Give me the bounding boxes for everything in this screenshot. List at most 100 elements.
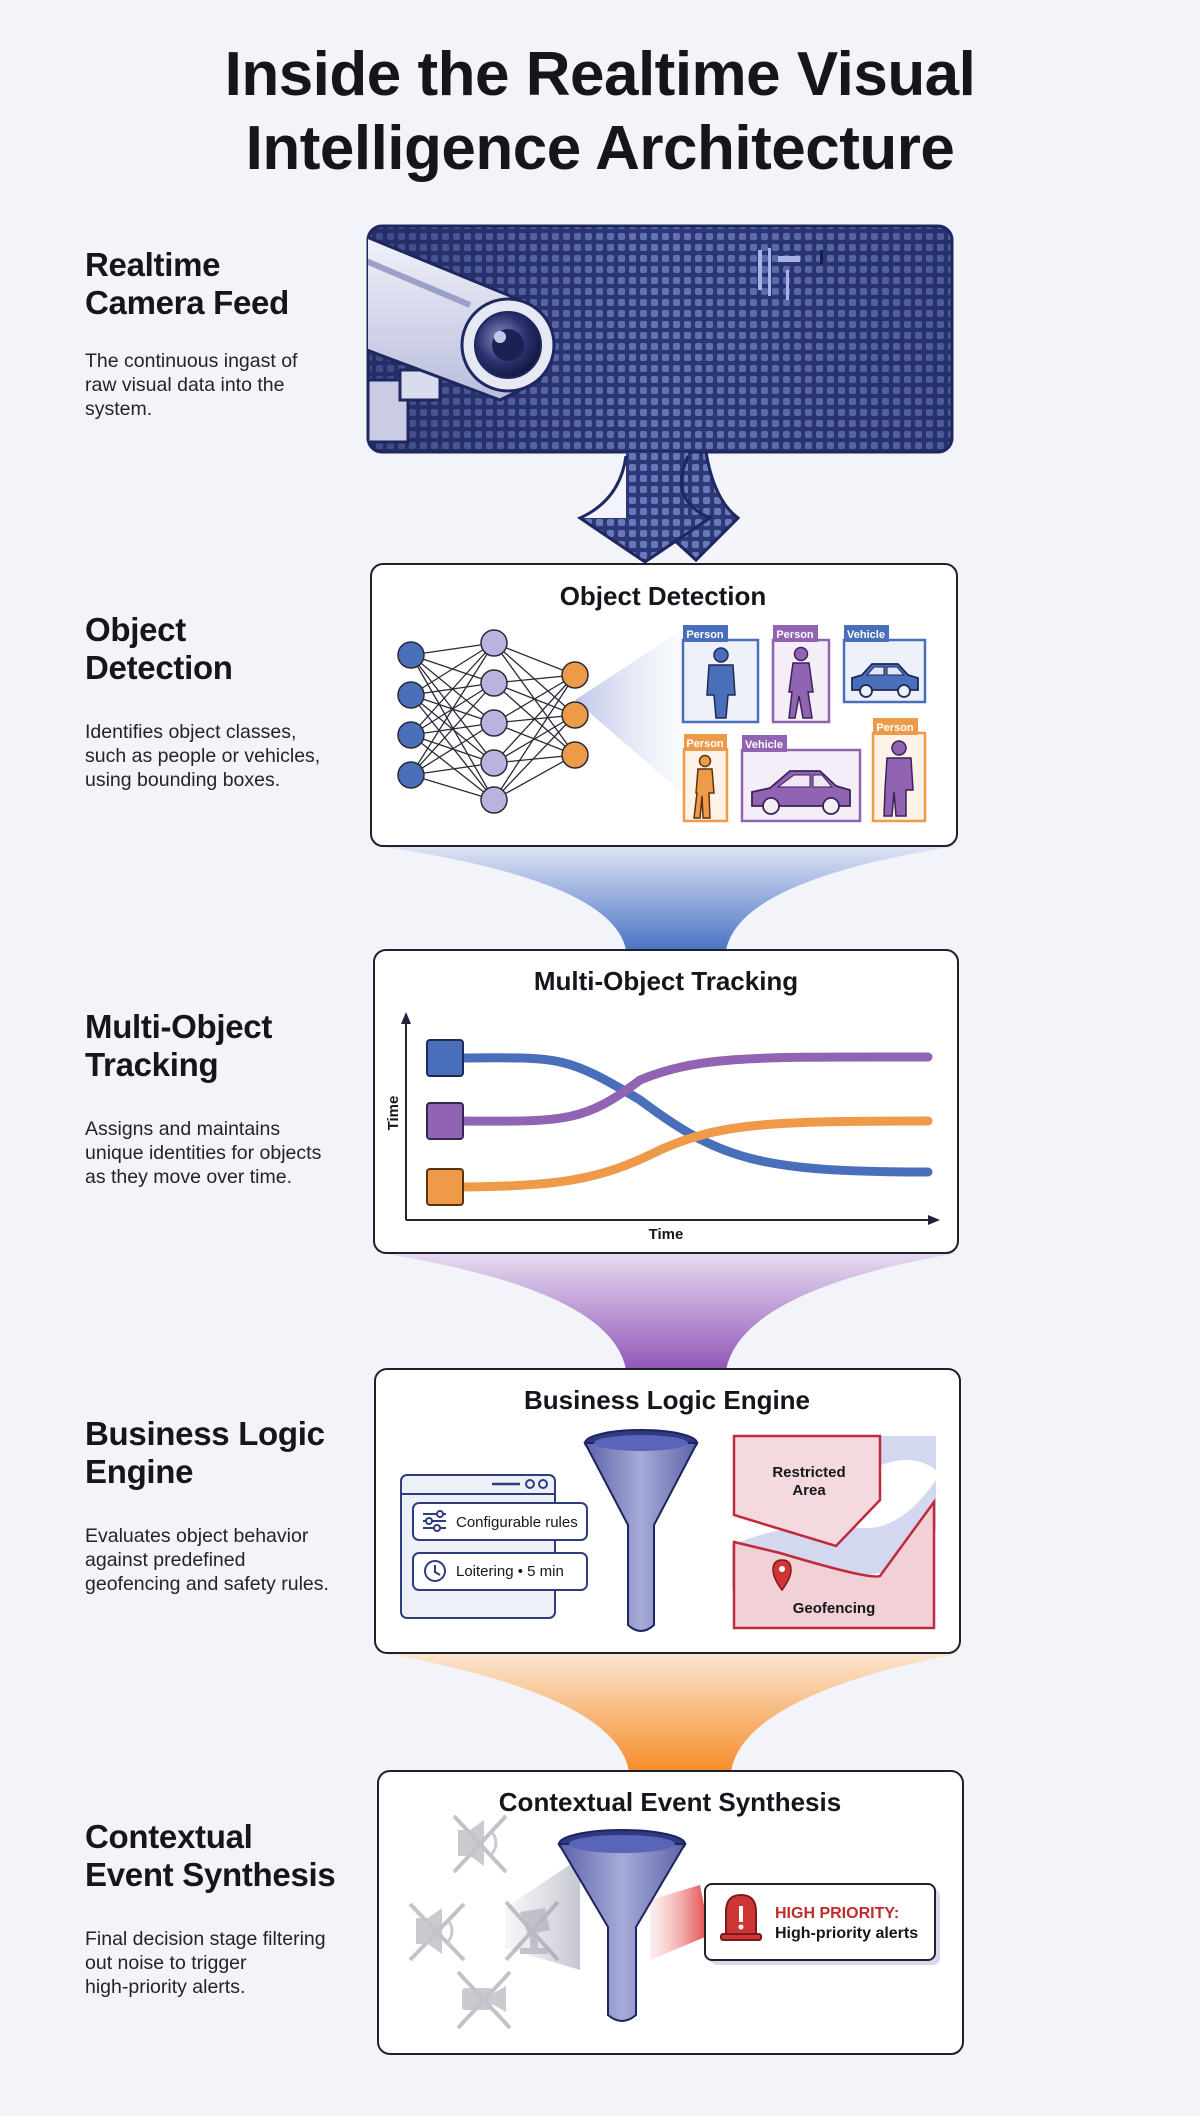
tracking-y-axis-label: Time [385,1096,402,1131]
network-edge [493,674,576,801]
geofencing-zone [732,1498,936,1630]
stage-heading-line: Detection [85,649,233,687]
multi-object-tracking-panel: Multi-Object Tracking Time Time [373,949,959,1254]
network-edge [410,642,495,656]
stage-heading-line: Contextual [85,1818,253,1855]
network-edge [410,774,495,801]
network-edge [410,734,495,801]
page-title-line2: Intelligence Architecture [245,114,955,184]
network-edge [493,642,576,676]
network-edge [493,754,576,801]
stage-label-event-synthesis: Contextual Event Synthesis Final decisio… [85,1818,365,1999]
track-line-orange [440,1116,933,1192]
stage-label-camera-feed: Realtime Camera Feed The continuous inga… [85,246,365,421]
stage-label-object-detection: Object Detection Identifies object class… [85,611,365,792]
detection-box-person-4: Person [871,718,927,823]
muted-camera-icon [504,1900,560,1962]
detection-box-person-1: Person [681,625,760,724]
camera-icon [368,226,556,444]
clock-icon [424,1560,446,1582]
person-icon [693,754,715,819]
map-pin-icon [772,1559,792,1592]
alert-priority-label: HIGH PRIORITY: [775,1905,899,1922]
network-node [480,669,508,697]
network-node [480,709,508,737]
stage-description-line: Final decision stage filtering [85,1927,326,1950]
network-node [561,741,589,769]
track-line-blue [440,1053,933,1177]
rule-loitering-label: Loitering • 5 min [456,1563,564,1580]
stage-description: Assigns and maintains unique identities … [85,1117,365,1190]
stage-description-line: Assigns and maintains [85,1117,281,1140]
network-node [480,749,508,777]
network-edge [410,642,495,776]
event-synthesis-panel: Contextual Event Synthesis [377,1770,964,2055]
network-edge [410,654,495,801]
car-icon [851,663,919,698]
detection-label: Person [686,738,724,750]
rule-loitering[interactable]: Loitering • 5 min [412,1552,588,1591]
muted-video-icon [456,1970,512,2030]
network-node [397,641,425,669]
stage-description-line: out noise to trigger [85,1951,247,1974]
page-title-line1: Inside the Realtime Visual [224,40,976,109]
detection-label: Vehicle [847,629,885,641]
stage-heading-line: Business Logic [85,1415,325,1452]
stage-description-line: Identifies object classes, [85,720,297,743]
muted-speaker-icon [408,1902,466,1962]
object-detection-title: Object Detection [560,581,767,611]
stage-description-line: as they move over time. [85,1165,292,1188]
detection-box-person-3: Person [682,734,729,823]
page-title: Inside the Realtime Visual Intelligence … [0,38,1200,187]
stage-heading-line: Camera Feed [85,284,289,322]
rule-configurable-label: Configurable rules [456,1514,578,1531]
stage-description-line: using bounding boxes. [85,768,281,791]
stage-heading: Contextual Event Synthesis [85,1818,365,1895]
restricted-area-label: Restricted [772,1464,845,1481]
business-logic-panel: Business Logic Engine Configurable rules [374,1368,961,1654]
stage-heading: Multi-Object Tracking [85,1008,365,1085]
network-edge [410,642,495,736]
restricted-area-label: Area [792,1482,826,1499]
stage-description-line: geofencing and safety rules. [85,1572,329,1595]
stage-heading: Business Logic Engine [85,1415,365,1492]
network-edge [410,722,495,776]
funnel-icon [557,1829,687,2022]
high-priority-alert[interactable]: HIGH PRIORITY: High-priority alerts [704,1883,940,1965]
stage-description-line: system. [85,397,153,420]
stage-description: Identifies object classes, such as peopl… [85,720,365,793]
funnel-icon [583,1429,699,1632]
network-node [397,721,425,749]
detection-label: Person [686,629,724,641]
tracking-x-axis-label: Time [649,1226,684,1243]
sliders-icon [423,1510,446,1532]
stage-description-line: The continuous ingast of [85,349,298,372]
network-edge [410,682,495,776]
network-node [480,629,508,657]
stage-heading-line: Multi-Object [85,1008,273,1045]
network-edge [410,694,495,801]
geofencing-label: Geofencing [793,1600,876,1617]
rules-window: Configurable rules Loitering • 5 min [400,1474,588,1619]
stage-heading-line: Event Synthesis [85,1856,336,1894]
stage-heading-line: Tracking [85,1046,219,1084]
network-edge [493,674,576,724]
alarm-bell-icon [720,1893,762,1941]
stage-heading: Object Detection [85,611,365,688]
stage-heading-line: Engine [85,1453,194,1491]
stage-description-line: unique identities for objects [85,1141,322,1164]
object-detection-panel: Object Detection Person Person [370,563,958,847]
network-node [480,786,508,814]
track-start-marker-blue [426,1039,464,1077]
rule-configurable[interactable]: Configurable rules [412,1502,588,1541]
connector-detection-to-tracking [378,846,956,950]
network-node [397,761,425,789]
stage-heading: Realtime Camera Feed [85,246,365,323]
detection-box-vehicle-2: Vehicle [740,735,862,823]
track-line-purple [440,1052,933,1126]
network-node [561,701,589,729]
stage-heading-line: Realtime [85,246,221,283]
detection-box-vehicle-1: Vehicle [842,625,927,704]
person-icon [706,647,736,719]
